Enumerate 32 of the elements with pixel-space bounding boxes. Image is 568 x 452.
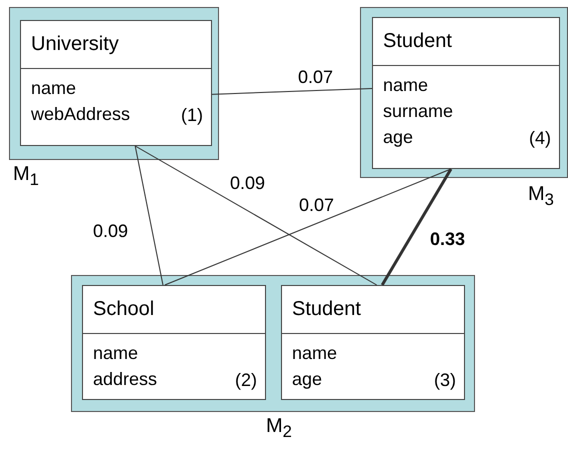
model-number: (4) <box>529 127 551 150</box>
attribute-name: address <box>92 368 158 391</box>
connector <box>212 88 372 95</box>
class-box <box>82 285 266 400</box>
class-box <box>372 17 560 169</box>
attribute-name: name <box>382 74 428 97</box>
attribute-name: name <box>92 342 138 365</box>
model-number: (1) <box>181 104 203 127</box>
model-label: M$_{2}$ <box>266 415 292 442</box>
attribute-name: age <box>382 126 414 149</box>
attribute-name: surname <box>382 100 454 123</box>
model-panel <box>71 275 475 412</box>
attribute-name: name <box>291 342 338 365</box>
connector <box>134 146 164 286</box>
model-panel <box>9 7 219 160</box>
model-number: (2) <box>235 369 257 392</box>
class-name: University <box>21 21 211 69</box>
model-label: M$_{1}$ <box>13 163 39 190</box>
class-name: Student <box>373 18 559 66</box>
class-name: Student <box>282 286 464 334</box>
connector <box>134 146 378 286</box>
model-panel <box>360 7 568 178</box>
model-label: M$_{3}$ <box>528 183 554 210</box>
class-name: School <box>83 286 265 334</box>
class-box <box>20 20 212 146</box>
class-box <box>281 285 465 400</box>
attribute-name: age <box>291 368 322 391</box>
model-number: (3) <box>434 369 456 392</box>
attribute-name: name <box>30 77 76 100</box>
attribute-name: webAddress <box>30 103 130 126</box>
connector <box>164 168 452 286</box>
connector <box>380 168 452 286</box>
